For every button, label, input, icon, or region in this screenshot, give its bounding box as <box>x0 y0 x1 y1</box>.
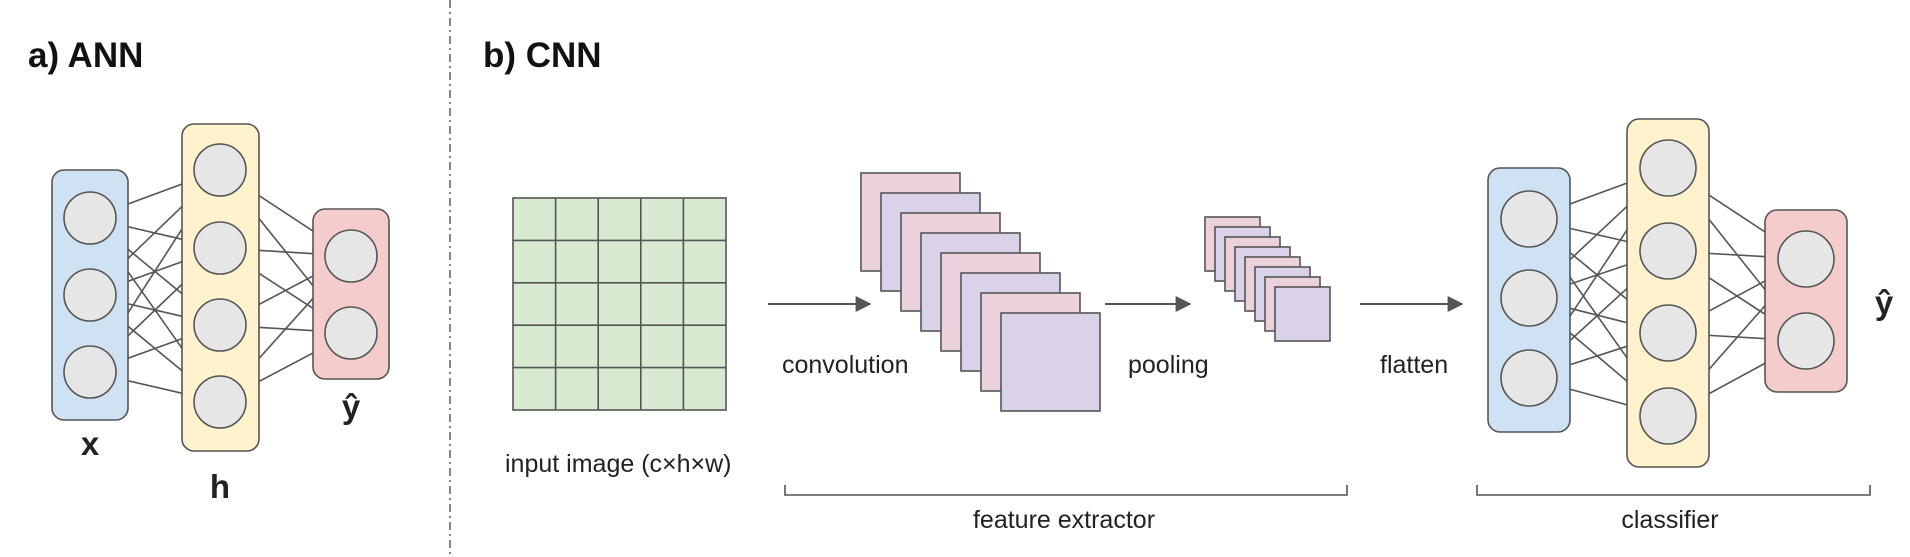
pooling-label: pooling <box>1128 351 1209 379</box>
ann-node-layer-1 <box>193 298 247 352</box>
ann-node-layer-2 <box>324 306 378 360</box>
classifier-output-label: ŷ <box>1875 284 1894 321</box>
ann-input-label: x <box>81 425 100 462</box>
ann-nodes <box>63 143 378 429</box>
classifier-node-layer-0 <box>1500 349 1558 407</box>
classifier-bracket <box>1476 485 1871 496</box>
input-image-label: input image (c×h×w) <box>505 450 732 478</box>
ann-node-layer-1 <box>193 375 247 429</box>
classifier-network: ŷ <box>1487 118 1894 468</box>
classifier-node-layer-1 <box>1639 222 1697 280</box>
classifier-node-layer-1 <box>1639 139 1697 197</box>
input-image-grid <box>512 197 727 411</box>
ann-node-layer-1 <box>193 221 247 275</box>
convolution-feature-map <box>1000 312 1101 412</box>
flatten-label: flatten <box>1380 351 1448 379</box>
classifier-label: classifier <box>1621 506 1718 534</box>
ann-hidden-layer <box>181 123 260 452</box>
feature-extractor-label: feature extractor <box>973 506 1155 534</box>
ann-output-label: ŷ <box>342 388 361 425</box>
classifier-node-layer-1 <box>1639 304 1697 362</box>
convolution-label: convolution <box>782 351 908 379</box>
classifier-node-layer-2 <box>1777 230 1835 288</box>
convolution-feature-maps <box>860 172 1101 412</box>
feature-extractor-bracket <box>784 485 1348 496</box>
classifier-node-layer-0 <box>1500 269 1558 327</box>
classifier-node-layer-1 <box>1639 387 1697 445</box>
ann-network: x h ŷ <box>51 123 390 505</box>
pooled-feature-map <box>1274 286 1331 342</box>
input-image <box>512 197 727 411</box>
panel-b-title: b) CNN <box>483 36 602 75</box>
pooled-feature-maps <box>1204 216 1331 342</box>
ann-node-layer-2 <box>324 229 378 283</box>
ann-node-layer-0 <box>63 268 117 322</box>
classifier-node-layer-0 <box>1500 190 1558 248</box>
classifier-nodes <box>1500 139 1835 445</box>
ann-node-layer-0 <box>63 191 117 245</box>
ann-node-layer-0 <box>63 345 117 399</box>
classifier-node-layer-2 <box>1777 312 1835 370</box>
ann-hidden-label: h <box>210 468 230 505</box>
classifier-hidden-layer <box>1626 118 1710 468</box>
ann-node-layer-1 <box>193 143 247 197</box>
panel-a-title: a) ANN <box>28 36 143 75</box>
